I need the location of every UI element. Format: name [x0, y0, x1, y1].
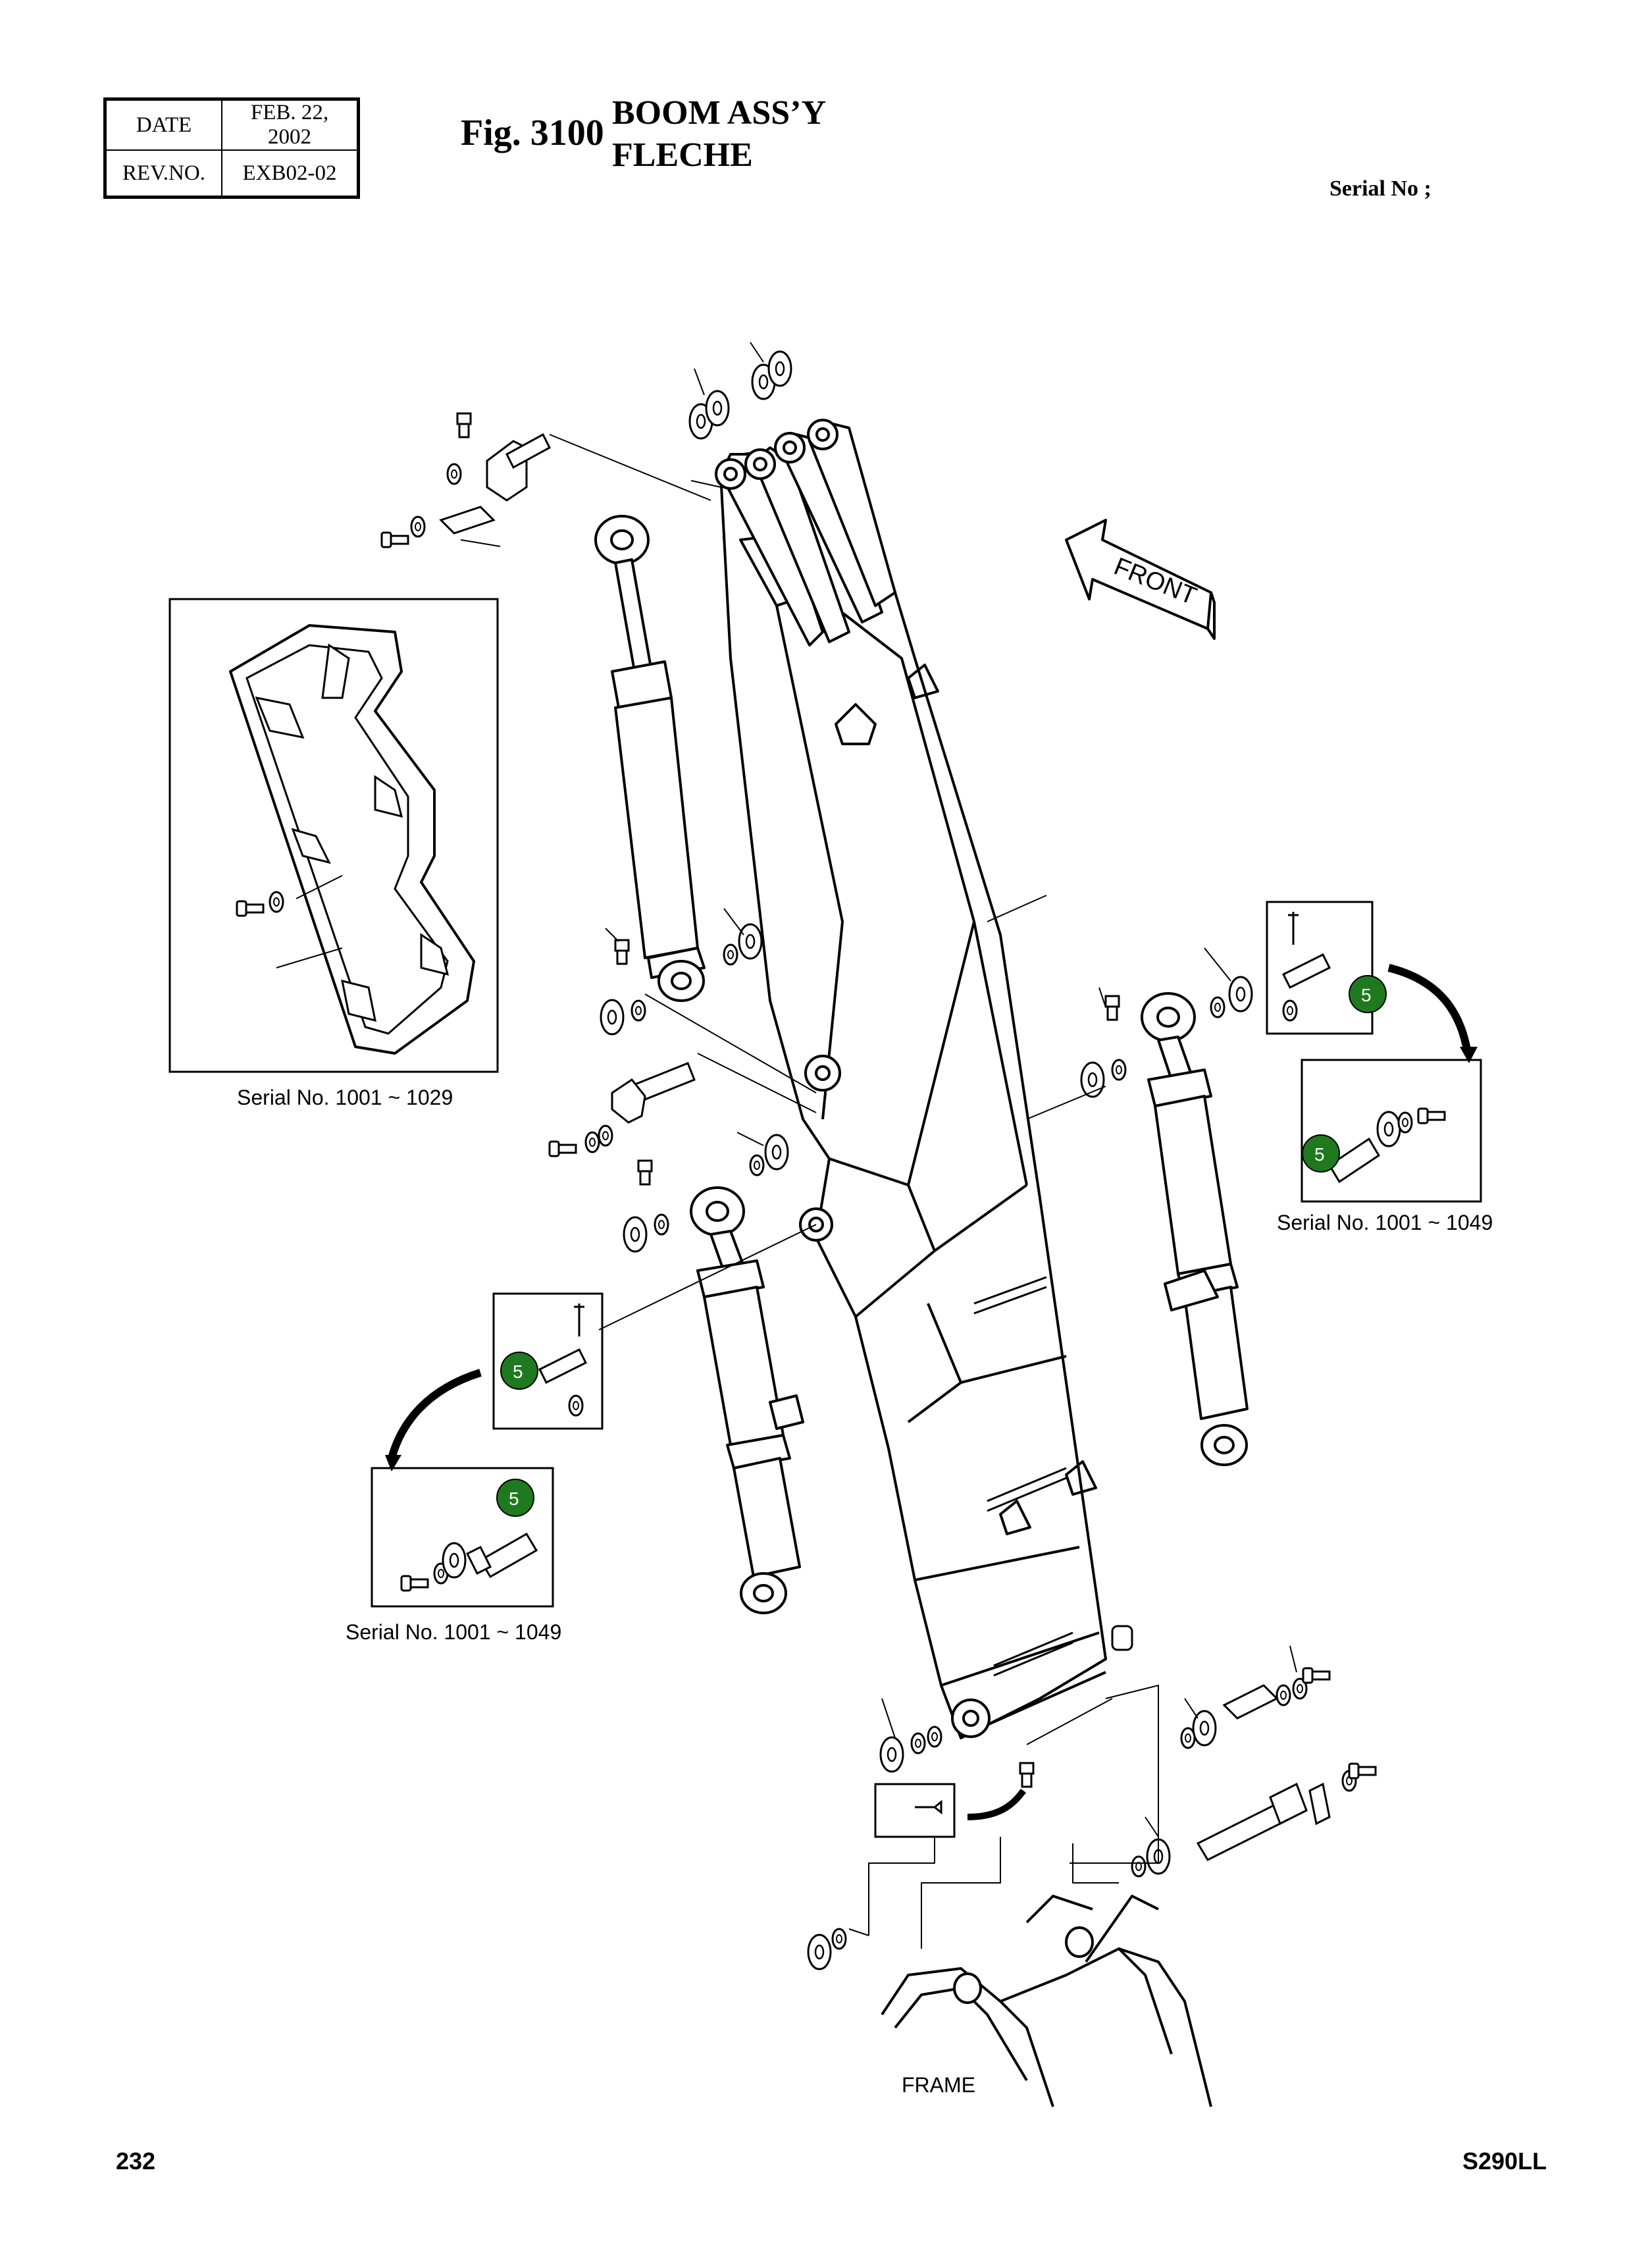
leader-lines [460, 480, 1297, 1837]
inset-left [168, 598, 499, 1073]
front-arrow: FRONT [1065, 519, 1216, 640]
boom-cylinder-left [690, 1186, 804, 1614]
arm-cylinder-upper-pins [600, 923, 817, 1094]
inset-left-caption: Serial No. 1001 ~ 1029 [237, 1086, 453, 1109]
inset-left-middle: 5 [492, 1224, 817, 1430]
top-left-pin-assembly [380, 412, 711, 548]
boom-top-forks [715, 419, 896, 646]
curved-arrow-right [1387, 964, 1472, 1054]
inset-right-top: 5 [1266, 901, 1387, 1035]
inset-right-caption: Serial No. 1001 ~ 1049 [1277, 1211, 1493, 1234]
callout-5 [500, 1352, 538, 1390]
figure-number: Fig. 3100 [461, 113, 604, 153]
boom-cylinder-right-pins [987, 895, 1253, 1120]
svg-text:5: 5 [509, 1489, 519, 1509]
inset-grease-fitting [874, 1783, 1026, 1838]
inset-right-bottom: 5 [1301, 1059, 1482, 1203]
rev-value: EXB02-02 [221, 149, 359, 198]
arm-cylinder-upper [594, 515, 706, 1002]
callout-5 [1349, 975, 1387, 1013]
model-name: S290LL [1462, 2148, 1547, 2175]
top-washers [688, 342, 792, 440]
page-number: 232 [116, 2148, 156, 2175]
center-pin-assembly [548, 1053, 817, 1157]
figure-title-en: BOOM ASS’Y [612, 94, 827, 132]
boom-foot-pins [879, 1625, 1377, 1878]
boom-cylinder-right [1141, 992, 1249, 1466]
rev-label: REV.NO. [104, 149, 222, 198]
svg-text:5: 5 [1314, 1144, 1325, 1165]
frame-label: FRAME [902, 2073, 975, 2097]
frame [807, 1837, 1212, 2107]
svg-text:5: 5 [1361, 985, 1372, 1005]
inset-bottom-left: 5 [371, 1467, 554, 1608]
callout-5 [1302, 1134, 1340, 1173]
figure-title: BOOM ASS’Y FLECHE [612, 92, 826, 176]
date-value: FEB. 22, 2002 [221, 98, 359, 151]
curved-arrow-left [388, 1369, 482, 1460]
inset-bottom-left-caption: Serial No. 1001 ~ 1049 [346, 1620, 561, 1644]
svg-text:5: 5 [513, 1361, 523, 1382]
date-label: DATE [104, 98, 222, 151]
revision-table: DATE FEB. 22, 2002 REV.NO. EXB02-02 [103, 97, 360, 199]
callout-5 [496, 1479, 534, 1517]
figure-title-fr: FLECHE [612, 136, 753, 174]
serial-number-label: Serial No ; [1329, 176, 1431, 201]
